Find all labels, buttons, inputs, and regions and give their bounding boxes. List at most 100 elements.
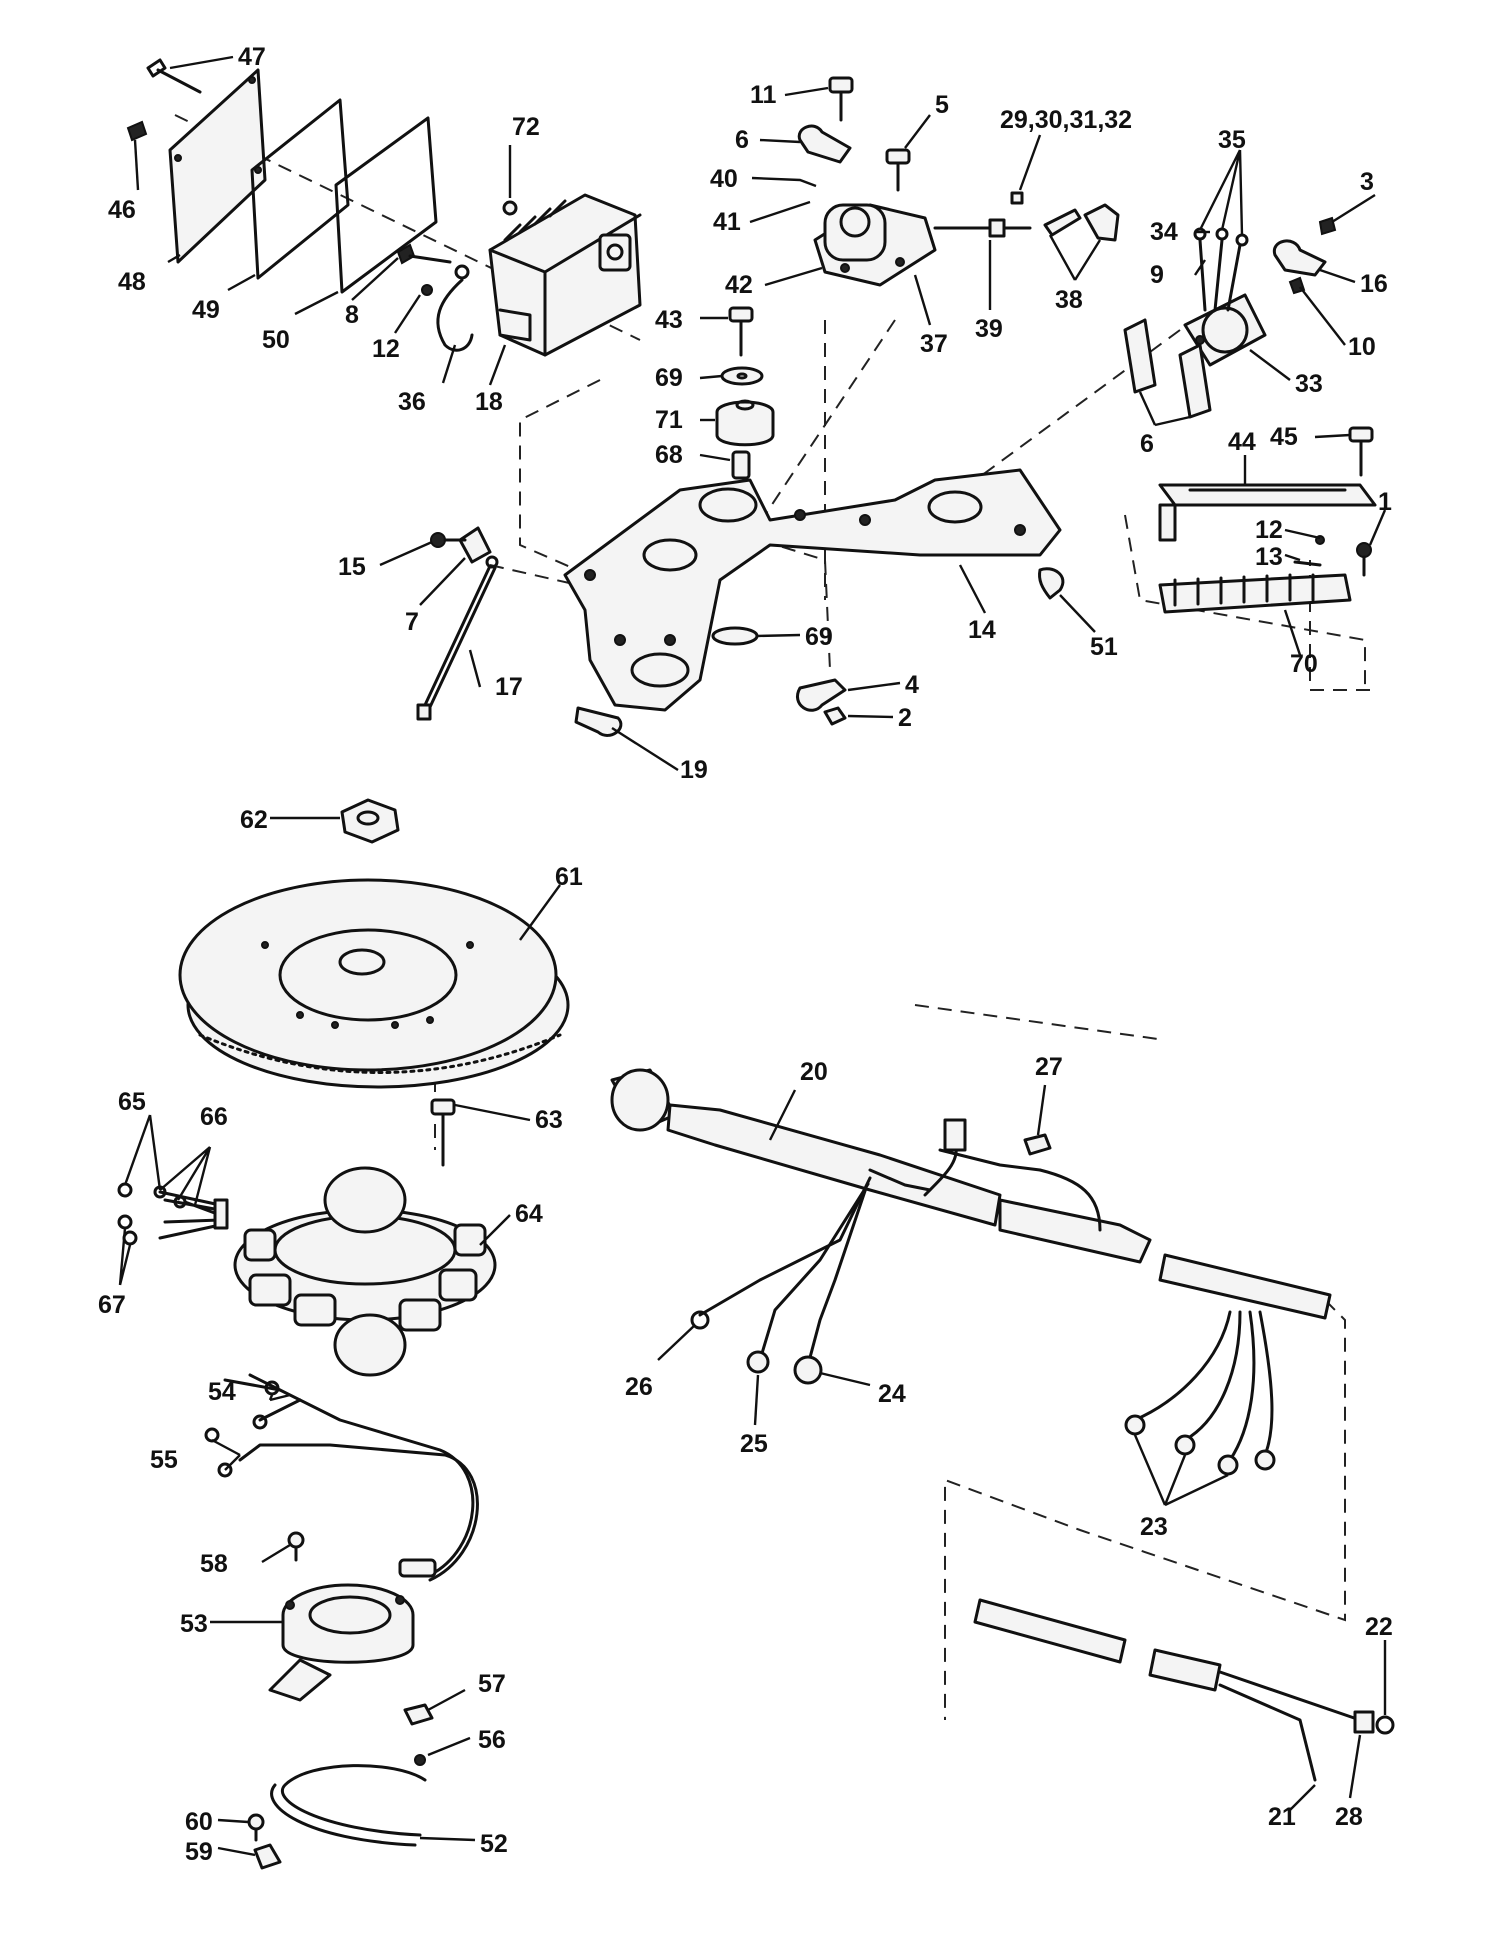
callout-27: 27 bbox=[1035, 1053, 1063, 1081]
callout-17: 17 bbox=[495, 673, 523, 701]
screw-45 bbox=[1348, 426, 1374, 477]
screw-15 bbox=[430, 532, 467, 548]
callout-59: 59 bbox=[185, 1838, 213, 1866]
armature-plate-14 bbox=[563, 468, 1062, 712]
screw-63 bbox=[430, 1098, 456, 1167]
callout-64: 64 bbox=[515, 1200, 543, 1228]
clip-7 bbox=[458, 526, 492, 564]
cover-plate-48 bbox=[168, 68, 267, 264]
callout-71: 71 bbox=[655, 406, 683, 434]
ignition-coil-37 bbox=[813, 203, 937, 287]
callout-labels: 47 46 48 49 50 72 8 12 36 18 11 6 40 41 … bbox=[98, 43, 1393, 1866]
wire-bundle-35 bbox=[1193, 227, 1249, 312]
clamp-51 bbox=[1038, 567, 1065, 600]
callout-43: 43 bbox=[655, 306, 683, 334]
callout-34: 34 bbox=[1150, 218, 1178, 246]
callout-63: 63 bbox=[535, 1106, 563, 1134]
callout-22: 22 bbox=[1365, 1613, 1393, 1641]
resistor-72 bbox=[502, 200, 518, 216]
callout-69: 69 bbox=[655, 364, 683, 392]
callout-10: 10 bbox=[1348, 333, 1376, 361]
wire-harness-20 bbox=[610, 1068, 1332, 1476]
cdi-module-18 bbox=[488, 193, 642, 357]
callout-18: 18 bbox=[475, 388, 503, 416]
callout-19: 19 bbox=[680, 756, 708, 784]
callout-66: 66 bbox=[200, 1103, 228, 1131]
callout-52: 52 bbox=[480, 1830, 508, 1858]
clamp-6-top bbox=[797, 124, 852, 164]
callout-21: 21 bbox=[1268, 1803, 1296, 1831]
callout-20: 20 bbox=[800, 1058, 828, 1086]
screw-12-top bbox=[421, 284, 433, 296]
callout-55: 55 bbox=[150, 1446, 178, 1474]
screw-5 bbox=[885, 148, 911, 192]
clip-57 bbox=[403, 1703, 434, 1726]
ground-lead-36 bbox=[436, 264, 474, 352]
callout-62: 62 bbox=[240, 806, 268, 834]
timer-leads bbox=[204, 1373, 479, 1582]
spark-plug-lead-39 bbox=[933, 218, 1032, 238]
callout-36: 36 bbox=[398, 388, 426, 416]
screw-58 bbox=[287, 1531, 305, 1562]
callout-46: 46 bbox=[108, 196, 136, 224]
jumper-13 bbox=[1293, 560, 1322, 567]
callout-7: 7 bbox=[405, 608, 419, 636]
callout-38: 38 bbox=[1055, 286, 1083, 314]
screw-56 bbox=[414, 1754, 426, 1766]
callout-5: 5 bbox=[935, 91, 949, 119]
callout-57: 57 bbox=[478, 1670, 506, 1698]
callout-60: 60 bbox=[185, 1808, 213, 1836]
callout-41: 41 bbox=[713, 208, 741, 236]
callout-24: 24 bbox=[878, 1380, 906, 1408]
callout-9: 9 bbox=[1150, 261, 1164, 289]
callout-54: 54 bbox=[208, 1378, 236, 1406]
flywheel-nut-62 bbox=[340, 798, 400, 844]
callout-2: 2 bbox=[898, 704, 912, 732]
callout-8: 8 bbox=[345, 301, 359, 329]
gasket-50 bbox=[334, 116, 438, 294]
callout-29-30-31-32: 29,30,31,32 bbox=[1000, 106, 1132, 134]
clamp-19 bbox=[574, 706, 623, 737]
clip-59 bbox=[253, 1843, 282, 1870]
clamps-6-right bbox=[1123, 318, 1212, 419]
leader-lines bbox=[118, 55, 1387, 1857]
callout-53: 53 bbox=[180, 1610, 208, 1638]
callout-40: 40 bbox=[710, 165, 738, 193]
sleeve-68 bbox=[731, 450, 751, 480]
flywheel-61 bbox=[178, 878, 570, 1089]
screw-43 bbox=[728, 306, 754, 357]
callout-23: 23 bbox=[1140, 1513, 1168, 1541]
callout-72: 72 bbox=[512, 113, 540, 141]
callout-67: 67 bbox=[98, 1291, 126, 1319]
screw-47 bbox=[146, 58, 202, 94]
screw-1 bbox=[1356, 542, 1372, 577]
callout-35: 35 bbox=[1218, 126, 1246, 154]
screw-11 bbox=[828, 76, 854, 122]
callout-49: 49 bbox=[192, 296, 220, 324]
clamp-16 bbox=[1272, 239, 1327, 277]
callout-1: 1 bbox=[1378, 488, 1392, 516]
cushion-71 bbox=[715, 399, 775, 447]
callout-6-right: 6 bbox=[1140, 430, 1154, 458]
callout-44: 44 bbox=[1228, 428, 1256, 456]
screw-3 bbox=[1318, 216, 1337, 236]
callout-69-bottom: 69 bbox=[805, 623, 833, 651]
callout-12: 12 bbox=[372, 335, 400, 363]
lower-harness bbox=[973, 1598, 1395, 1782]
clamp-4 bbox=[796, 678, 847, 712]
callout-28: 28 bbox=[1335, 1803, 1363, 1831]
callout-16: 16 bbox=[1360, 270, 1388, 298]
screw-60 bbox=[247, 1813, 265, 1842]
callout-33: 33 bbox=[1295, 370, 1323, 398]
boot-38 bbox=[1043, 203, 1120, 242]
terminal-29 bbox=[1010, 191, 1024, 205]
screw-8 bbox=[396, 243, 452, 265]
callout-13: 13 bbox=[1255, 543, 1283, 571]
cover-44 bbox=[1158, 483, 1377, 542]
callout-6: 6 bbox=[735, 126, 749, 154]
callout-12-block: 12 bbox=[1255, 516, 1283, 544]
callout-15: 15 bbox=[338, 553, 366, 581]
callout-50: 50 bbox=[262, 326, 290, 354]
callout-47: 47 bbox=[238, 43, 266, 71]
ground-strap-17 bbox=[416, 555, 499, 721]
